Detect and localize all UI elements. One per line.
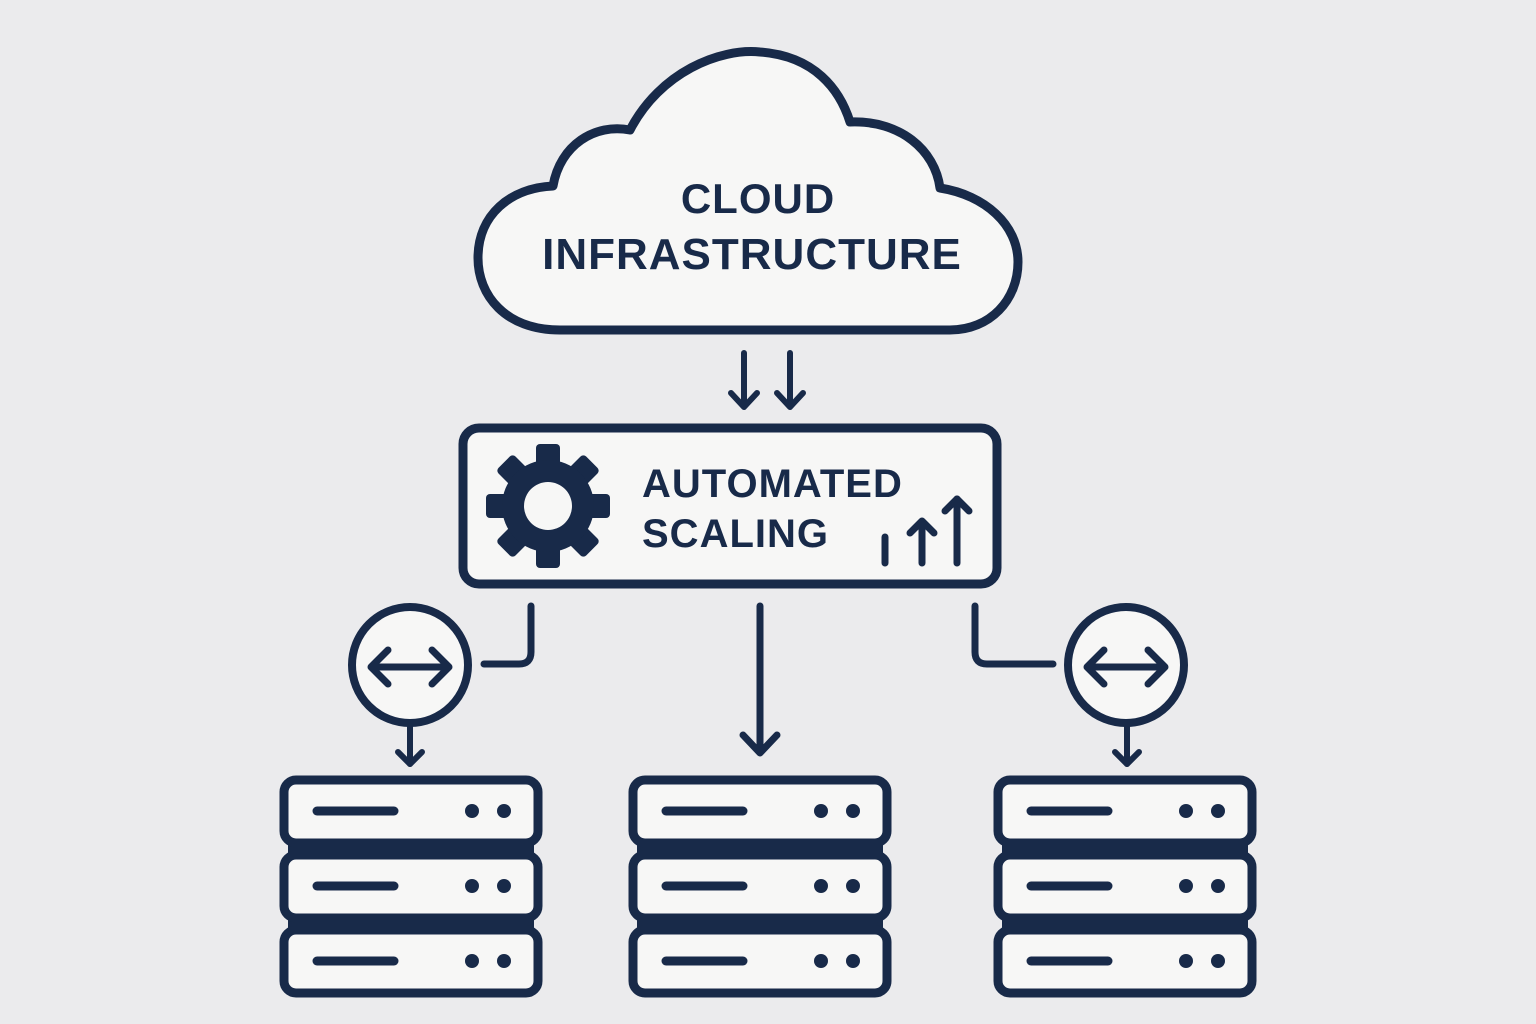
server-unit [628,775,892,848]
scaler-title-line1: AUTOMATED [642,462,903,506]
horizontal-arrows-icon [1083,646,1169,688]
status-led [497,879,511,893]
status-led [814,954,828,968]
status-led [846,804,860,818]
horizontal-arrows-icon [367,646,453,688]
status-led [1211,954,1225,968]
scaler-title-line2: SCALING [642,512,829,556]
scaler-to-right-balancer-line [971,602,1057,668]
cloud-title-line2: INFRASTRUCTURE [542,230,962,279]
status-led [846,879,860,893]
server-unit [279,850,543,923]
down-arrow-icon [395,722,425,767]
server-unit [628,850,892,923]
status-led [1179,804,1193,818]
server-stack-right [993,775,1257,998]
status-led [1211,879,1225,893]
server-unit [279,925,543,998]
status-led [497,954,511,968]
load-balancer-right [1064,603,1188,767]
server-unit [279,775,543,848]
cloud-node: CLOUD INFRASTRUCTURE [473,47,1023,335]
status-led [465,804,479,818]
server-stacks [279,775,1257,998]
status-led [1179,954,1193,968]
status-led [497,804,511,818]
status-led [814,879,828,893]
cloud-icon [473,47,1023,335]
cloud-to-scaler-arrows [728,350,806,410]
scale-up-arrows-icon [881,495,973,567]
gear-icon [486,444,610,568]
server-stack-left [279,775,543,998]
scaler-to-center-servers-arrow [739,602,781,757]
status-led [846,954,860,968]
server-unit [993,850,1257,923]
down-arrow-icon [1112,722,1142,767]
scaler-to-left-balancer-line [480,602,535,668]
down-arrow-icon [728,350,760,410]
status-led [465,879,479,893]
server-unit [993,925,1257,998]
scaler-node: AUTOMATED SCALING [458,423,1002,589]
status-led [814,804,828,818]
server-stack-center [628,775,892,998]
cloud-title-line1: CLOUD [681,175,835,222]
status-led [1179,879,1193,893]
down-arrow-icon [774,350,806,410]
status-led [465,954,479,968]
status-led [1211,804,1225,818]
load-balancer-left [348,603,472,767]
server-unit [628,925,892,998]
server-unit [993,775,1257,848]
